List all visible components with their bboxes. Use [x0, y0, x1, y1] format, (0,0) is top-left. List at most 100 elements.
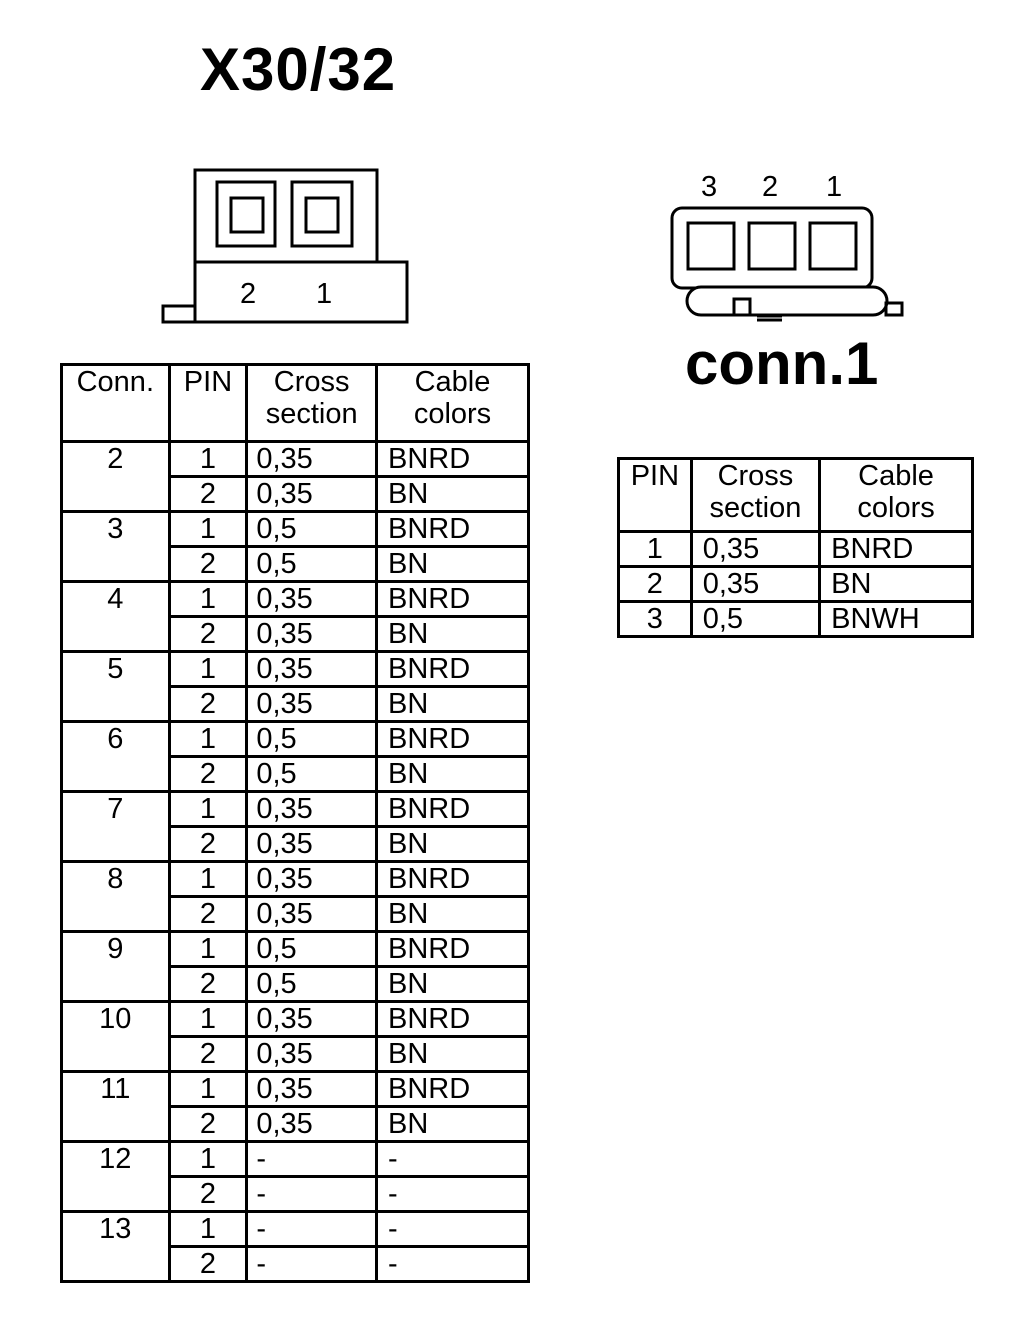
cross-section-cell: 0,35 [245, 475, 378, 513]
conn-cell: 10 [60, 1000, 171, 1073]
cable-color-cell: BNRD [375, 580, 530, 618]
pin-cell: 2 [167, 1175, 249, 1213]
conn1-pin-label: 3 [701, 171, 717, 203]
cross-section-cell: 0,5 [245, 720, 378, 758]
pin-cell: 2 [167, 1035, 249, 1073]
pin-cell: 2 [167, 755, 249, 793]
conn-cell: 8 [60, 860, 171, 933]
pin-cell: 2 [167, 825, 249, 863]
cable-color-cell: BN [375, 615, 530, 653]
cable-color-cell: BN [818, 565, 974, 603]
cable-color-cell: BNRD [375, 790, 530, 828]
header-conn: Conn. [60, 363, 171, 443]
cable-color-cell: BN [375, 965, 530, 1003]
x30-pin-label: 1 [316, 278, 332, 310]
x30-32-title: X30/32 [200, 36, 397, 103]
x30-connector-drawing [161, 168, 409, 324]
pin-cell: 1 [167, 860, 249, 898]
pin-cell: 1 [167, 510, 249, 548]
cross-section-cell: 0,35 [245, 825, 378, 863]
cable-color-cell: BNRD [375, 440, 530, 478]
pin-cell: 1 [167, 720, 249, 758]
cable-color-cell: BNRD [818, 530, 974, 568]
header-pin: PIN [617, 457, 693, 533]
pin-cell: 1 [167, 580, 249, 618]
cable-color-cell: - [375, 1175, 530, 1213]
cross-section-cell: 0,5 [245, 545, 378, 583]
cross-section-cell: 0,5 [245, 510, 378, 548]
conn-cell: 3 [60, 510, 171, 583]
cross-section-cell: 0,35 [689, 565, 822, 603]
table-header-row: Conn. PIN Cross section Cable colors [60, 363, 530, 443]
cross-section-cell: 0,5 [245, 965, 378, 1003]
cable-color-cell: BN [375, 685, 530, 723]
pin-cell: 2 [167, 895, 249, 933]
conn-cell: 4 [60, 580, 171, 653]
cross-section-cell: 0,35 [245, 790, 378, 828]
cable-color-cell: BNRD [375, 720, 530, 758]
connector-drawings: 2 1 3 2 1 [161, 168, 904, 324]
cross-section-cell: - [245, 1140, 378, 1178]
cross-section-cell: 0,35 [245, 895, 378, 933]
conn1-pin-label: 2 [762, 171, 778, 203]
pin-cell: 2 [167, 475, 249, 513]
cross-section-cell: 0,35 [245, 580, 378, 618]
cross-section-cell: 0,35 [689, 530, 822, 568]
cable-color-cell: - [375, 1210, 530, 1248]
cross-section-cell: 0,35 [245, 860, 378, 898]
cable-color-cell: BNRD [375, 1000, 530, 1038]
pin-cell: 1 [167, 930, 249, 968]
pin-cell: 2 [167, 1105, 249, 1143]
conn-cell: 5 [60, 650, 171, 723]
cable-color-cell: - [375, 1245, 530, 1283]
cross-section-cell: 0,5 [245, 930, 378, 968]
pin-cell: 2 [617, 565, 693, 603]
header-cable-colors: Cable colors [375, 363, 530, 443]
cable-color-cell: BNRD [375, 650, 530, 688]
cable-color-cell: BN [375, 1035, 530, 1073]
pin-cell: 1 [617, 530, 693, 568]
cross-section-cell: 0,35 [245, 685, 378, 723]
pin-cell: 1 [167, 1210, 249, 1248]
cross-section-cell: 0,35 [245, 650, 378, 688]
header-cross-section: Cross section [689, 457, 822, 533]
cable-color-cell: BN [375, 545, 530, 583]
cross-section-cell: 0,5 [689, 600, 822, 638]
pin-cell: 1 [167, 440, 249, 478]
header-cable-colors: Cable colors [818, 457, 974, 533]
pin-cell: 1 [167, 650, 249, 688]
conn-cell: 9 [60, 930, 171, 1003]
table-row: 2-- [62, 1245, 530, 1283]
header-cross-section: Cross section [245, 363, 378, 443]
pin-cell: 2 [167, 545, 249, 583]
cable-color-cell: BNRD [375, 1070, 530, 1108]
pin-cell: 2 [167, 1245, 249, 1283]
conn-cell: 7 [60, 790, 171, 863]
cable-color-cell: BN [375, 895, 530, 933]
conn-cell: 13 [60, 1210, 171, 1283]
